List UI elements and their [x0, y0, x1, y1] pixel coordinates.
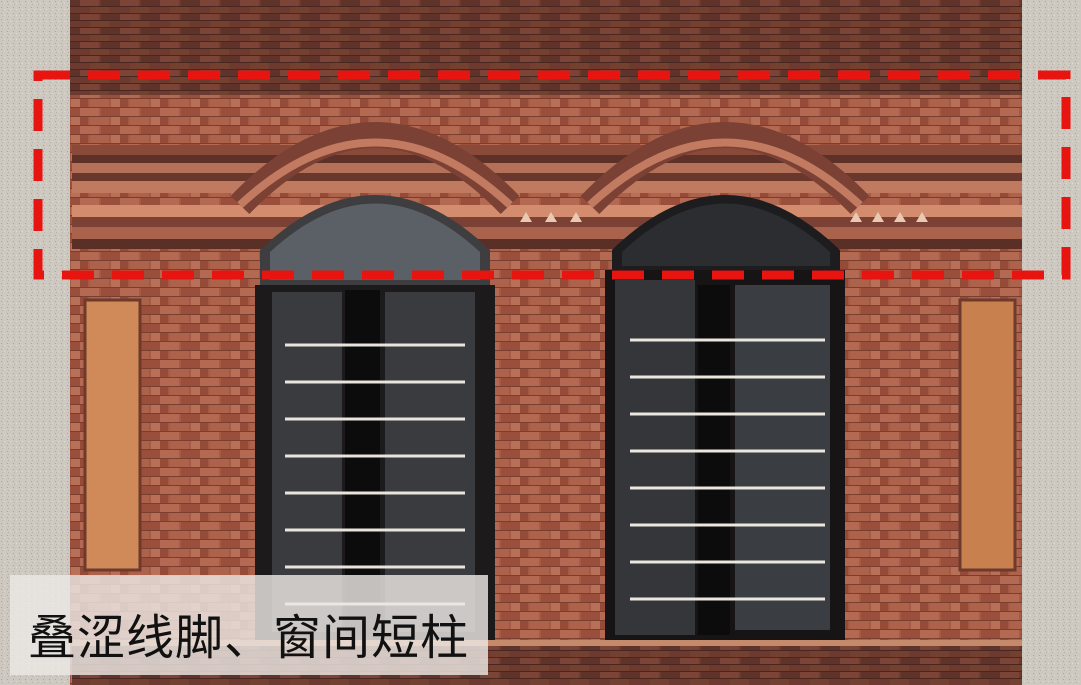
dentil-row — [520, 212, 928, 222]
highlight-box — [33, 70, 1071, 280]
side-panel-right — [958, 298, 1017, 572]
window-right — [605, 195, 845, 640]
window-left — [255, 195, 495, 640]
right-pilaster — [1022, 0, 1081, 685]
caption-background — [10, 575, 488, 675]
upper-brick-band — [60, 0, 1030, 95]
cornice-band-1 — [72, 145, 1022, 155]
caption-label: 叠涩线脚、窗间短柱 — [28, 610, 470, 666]
side-panel-left — [83, 298, 142, 572]
